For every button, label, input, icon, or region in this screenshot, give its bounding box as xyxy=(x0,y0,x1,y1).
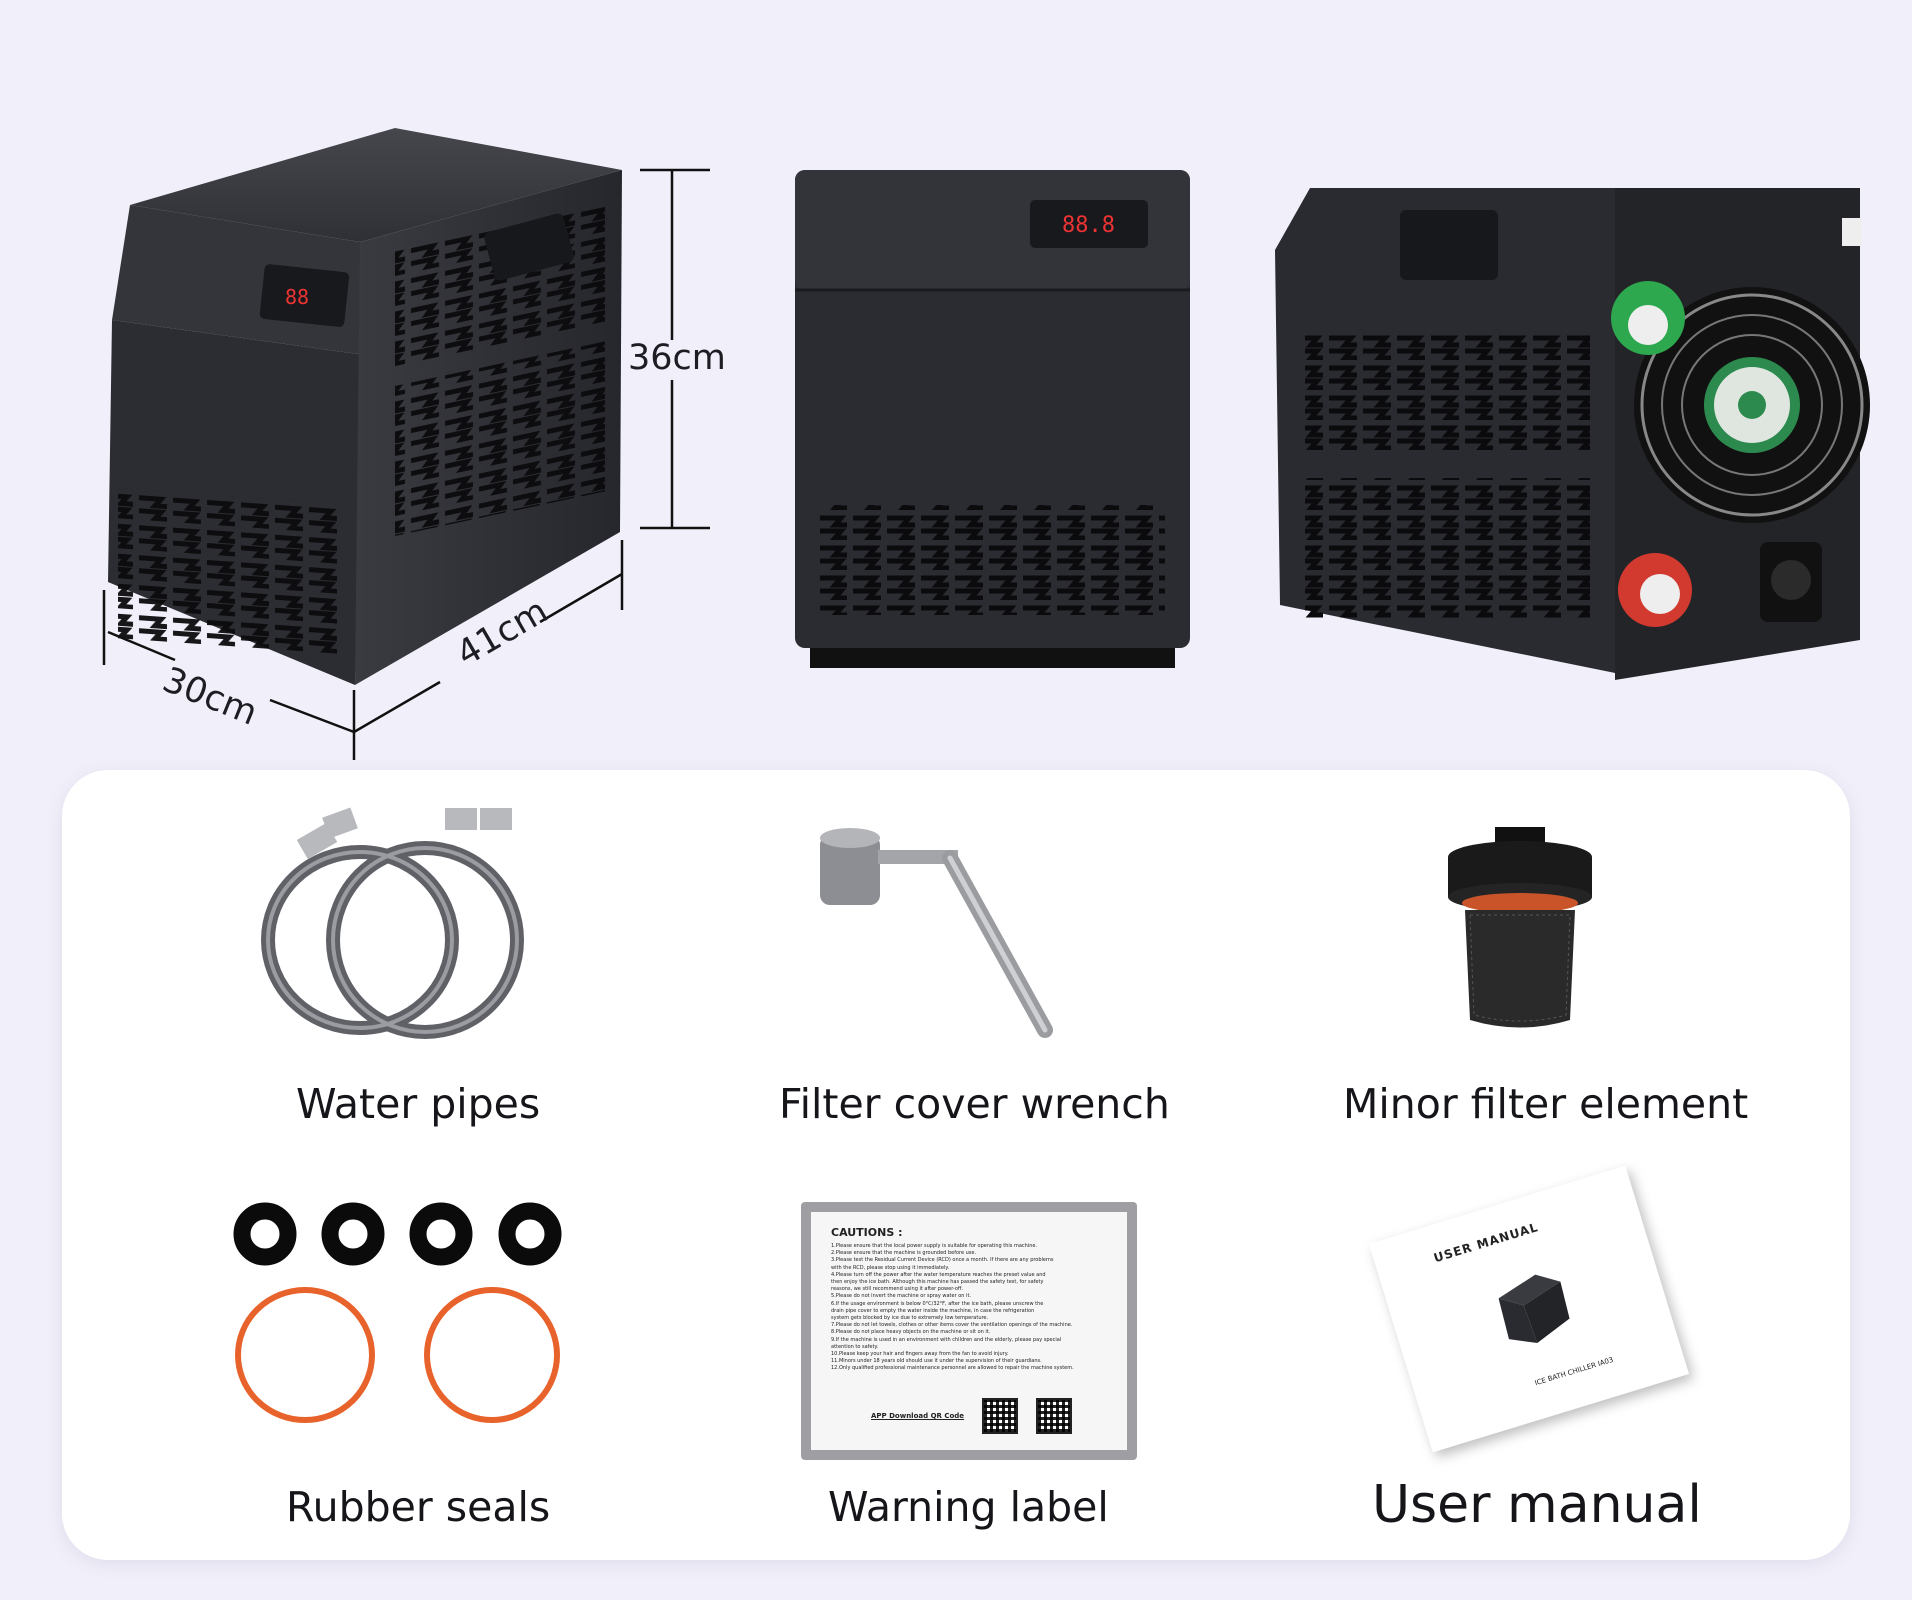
caution-line: reasons, we still recommend using it aft… xyxy=(831,1286,963,1293)
caution-line: 10.Please keep your hair and fingers awa… xyxy=(831,1351,1009,1358)
svg-text:88.8: 88.8 xyxy=(1062,213,1115,238)
caution-line: 6.If the usage environment is below 0°C/… xyxy=(831,1300,1044,1307)
manual-cover-subtitle: ICE BATH CHILLER IA03 xyxy=(1533,1355,1615,1388)
caution-line: with the RCD, please stop using it immed… xyxy=(831,1264,950,1271)
caution-line: drain pipe cover to empty the water insi… xyxy=(831,1307,1035,1314)
rubber-seals-image xyxy=(233,1202,562,1423)
minor-filter-element-image xyxy=(1448,827,1592,1028)
water-pipes-image xyxy=(261,807,524,1039)
accessory-label-rubber-seals: Rubber seals xyxy=(286,1483,551,1531)
chiller-front-view: 88.8 xyxy=(795,170,1190,668)
qr-code-icon xyxy=(982,1398,1019,1434)
caution-line: 3.Please test the Residual Current Devic… xyxy=(831,1257,1054,1264)
accessory-label-user-manual: User manual xyxy=(1372,1475,1702,1535)
caution-line: 11.Minors under 18 years old should use … xyxy=(831,1358,1042,1365)
caution-line: 4.Please turn off the power after the wa… xyxy=(831,1271,1046,1278)
caution-line: 1.Please ensure that the local power sup… xyxy=(831,1243,1038,1249)
caution-line: system gets blocked by ice due to extrem… xyxy=(831,1315,989,1322)
manual-cover-title: USER MANUAL xyxy=(1432,1220,1540,1266)
chiller-thumbnail-icon xyxy=(1498,1274,1570,1344)
caution-line: then enjoy the ice bath. Although this m… xyxy=(831,1279,1044,1286)
chiller-angled-view: 88 xyxy=(108,128,622,685)
caution-line: 5.Please do not invert the machine or sp… xyxy=(831,1293,971,1300)
user-manual-image: USER MANUAL ICE BATH CHILLER IA03 xyxy=(1368,1165,1690,1453)
dimension-lines xyxy=(102,168,710,760)
caution-line: 7.Please do not let towels, clothes or o… xyxy=(831,1322,1073,1329)
accessory-label-water-pipes: Water pipes xyxy=(296,1080,541,1128)
qr-label: APP Download QR Code xyxy=(871,1412,965,1420)
accessory-label-warning-label: Warning label xyxy=(828,1483,1109,1531)
caution-line: 2.Please ensure that the machine is grou… xyxy=(831,1250,977,1257)
height-dimension-label: 36cm xyxy=(628,338,726,378)
svg-text:88: 88 xyxy=(285,285,309,309)
caution-line: 8.Please do not place heavy objects on t… xyxy=(831,1329,991,1336)
warning-label-image: CAUTIONS : 1.Please ensure that the loca… xyxy=(801,1202,1137,1460)
filter-cover-wrench-image xyxy=(820,828,1053,1038)
caution-title: CAUTIONS : xyxy=(831,1226,903,1239)
caution-line: 9.If the machine is used in an environme… xyxy=(831,1336,1062,1343)
accessory-label-minor-filter-element: Minor filter element xyxy=(1343,1080,1749,1128)
chiller-back-view xyxy=(1275,188,1870,680)
caution-line: 12.Only qualified professional maintenan… xyxy=(831,1365,1074,1372)
qr-code-icon xyxy=(1036,1398,1073,1434)
caution-line: attention to safety. xyxy=(831,1343,879,1350)
product-views: 88 88.8 xyxy=(102,128,1870,760)
accessory-label-filter-cover-wrench: Filter cover wrench xyxy=(779,1080,1170,1128)
qr-code-row: APP Download QR Code xyxy=(871,1398,1073,1434)
